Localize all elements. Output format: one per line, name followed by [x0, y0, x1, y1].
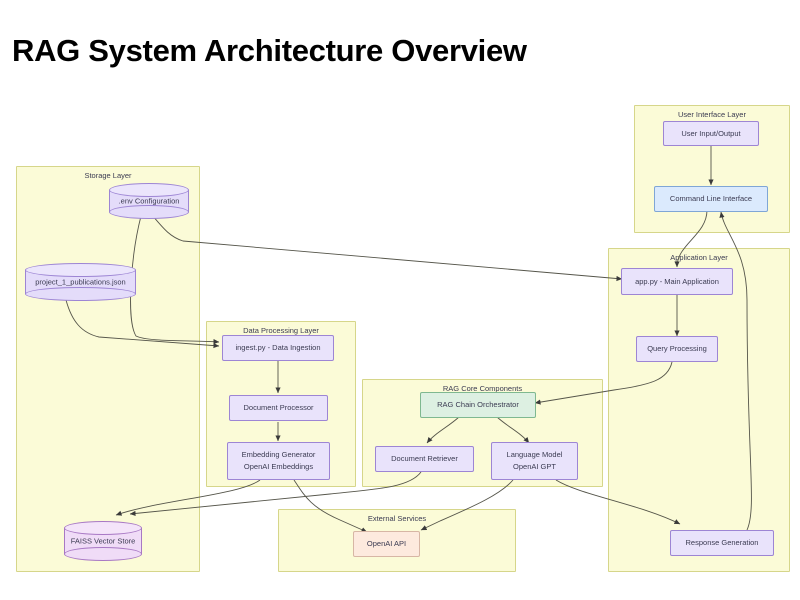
- node-label-app-py: app.py - Main Application: [635, 276, 719, 286]
- node-app-py[interactable]: app.py - Main Application: [621, 268, 733, 295]
- node-label-language-model-line1: Language Model: [506, 450, 563, 460]
- node-rag-chain-orchestrator[interactable]: RAG Chain Orchestrator: [420, 392, 536, 418]
- node-label-embedding-generator-line2: OpenAI Embeddings: [243, 462, 314, 471]
- node-label-faiss-vector-store: FAISS Vector Store: [70, 536, 136, 546]
- cluster-label-external-services: External Services: [367, 514, 427, 523]
- node-label-document-processor: Document Processor: [243, 403, 314, 413]
- node-command-line-interface[interactable]: Command Line Interface: [654, 186, 768, 212]
- node-language-model[interactable]: Language Model OpenAI GPT: [491, 442, 578, 480]
- node-label-document-retriever: Document Retriever: [391, 454, 458, 464]
- node-document-processor[interactable]: Document Processor: [229, 395, 328, 421]
- node-label-user-input-output: User Input/Output: [681, 128, 741, 138]
- cylinder-top: [109, 183, 189, 197]
- cluster-label-application-layer: Application Layer: [670, 253, 728, 262]
- node-label-query-processing: Query Processing: [647, 344, 707, 354]
- node-faiss-vector-store[interactable]: FAISS Vector Store: [64, 521, 142, 561]
- node-publications-json[interactable]: project_1_publications.json: [25, 263, 136, 301]
- cylinder-bottom: [25, 287, 136, 301]
- node-label-publications-json: project_1_publications.json: [35, 277, 126, 287]
- cylinder-bottom: [109, 205, 189, 219]
- edge-env-to-app-py: [151, 214, 623, 282]
- node-label-command-line-interface: Command Line Interface: [669, 194, 753, 204]
- node-label-embedding-generator-line1: Embedding Generator: [241, 450, 316, 460]
- node-embedding-generator[interactable]: Embedding Generator OpenAI Embeddings: [227, 442, 330, 480]
- node-label-env-configuration: .env Configuration: [118, 196, 180, 206]
- node-env-configuration[interactable]: .env Configuration: [109, 183, 189, 219]
- node-query-processing[interactable]: Query Processing: [636, 336, 718, 362]
- cylinder-top: [64, 521, 142, 535]
- node-openai-api[interactable]: OpenAI API: [353, 531, 420, 557]
- node-document-retriever[interactable]: Document Retriever: [375, 446, 474, 472]
- node-label-ingest-py: ingest.py - Data Ingestion: [235, 343, 321, 353]
- node-label-language-model-line2: OpenAI GPT: [513, 462, 556, 471]
- node-response-generation[interactable]: Response Generation: [670, 530, 774, 556]
- page-title: RAG System Architecture Overview: [12, 33, 527, 68]
- cylinder-top: [25, 263, 136, 277]
- node-ingest-py[interactable]: ingest.py - Data Ingestion: [222, 335, 334, 361]
- node-label-rag-chain-orchestrator: RAG Chain Orchestrator: [437, 400, 519, 410]
- cylinder-bottom: [64, 547, 142, 561]
- node-user-input-output[interactable]: User Input/Output: [663, 121, 759, 146]
- cluster-label-data-processing-layer: Data Processing Layer: [243, 326, 319, 335]
- cluster-label-user-interface-layer: User Interface Layer: [678, 110, 746, 119]
- cluster-storage-layer: Storage Layer: [16, 166, 200, 572]
- node-label-openai-api: OpenAI API: [366, 539, 407, 549]
- cluster-label-storage-layer: Storage Layer: [84, 171, 132, 180]
- cluster-application-layer: Application Layer: [608, 248, 790, 572]
- cluster-label-rag-core-components: RAG Core Components: [442, 384, 523, 393]
- node-label-response-generation: Response Generation: [685, 538, 759, 548]
